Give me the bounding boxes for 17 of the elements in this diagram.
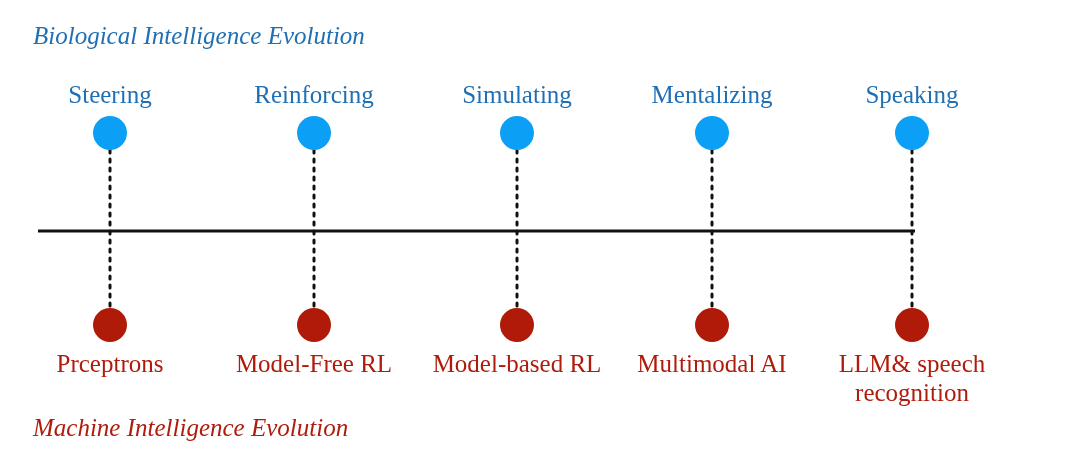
stage-label: Steering: [68, 80, 152, 109]
dotted-connector: [108, 148, 112, 310]
dotted-connector: [515, 148, 519, 310]
stage-label: Multimodal AI: [637, 349, 787, 378]
stage-label: Model-Free RL: [235, 349, 393, 378]
stage-label: LLM& speech recognition: [837, 349, 987, 407]
stage-label: Model-based RL: [432, 349, 602, 378]
section-heading: Biological Intelligence Evolution: [33, 22, 365, 50]
stage-label: Mentalizing: [651, 80, 773, 109]
stage-label: Reinforcing: [254, 80, 374, 109]
stage-label: Prceptrons: [56, 349, 164, 378]
stage-label: Simulating: [462, 80, 572, 109]
dotted-connector: [910, 148, 914, 310]
dotted-connector: [710, 148, 714, 310]
dotted-connector: [312, 148, 316, 310]
section-heading: Machine Intelligence Evolution: [33, 414, 349, 442]
stage-label: Speaking: [865, 80, 959, 109]
